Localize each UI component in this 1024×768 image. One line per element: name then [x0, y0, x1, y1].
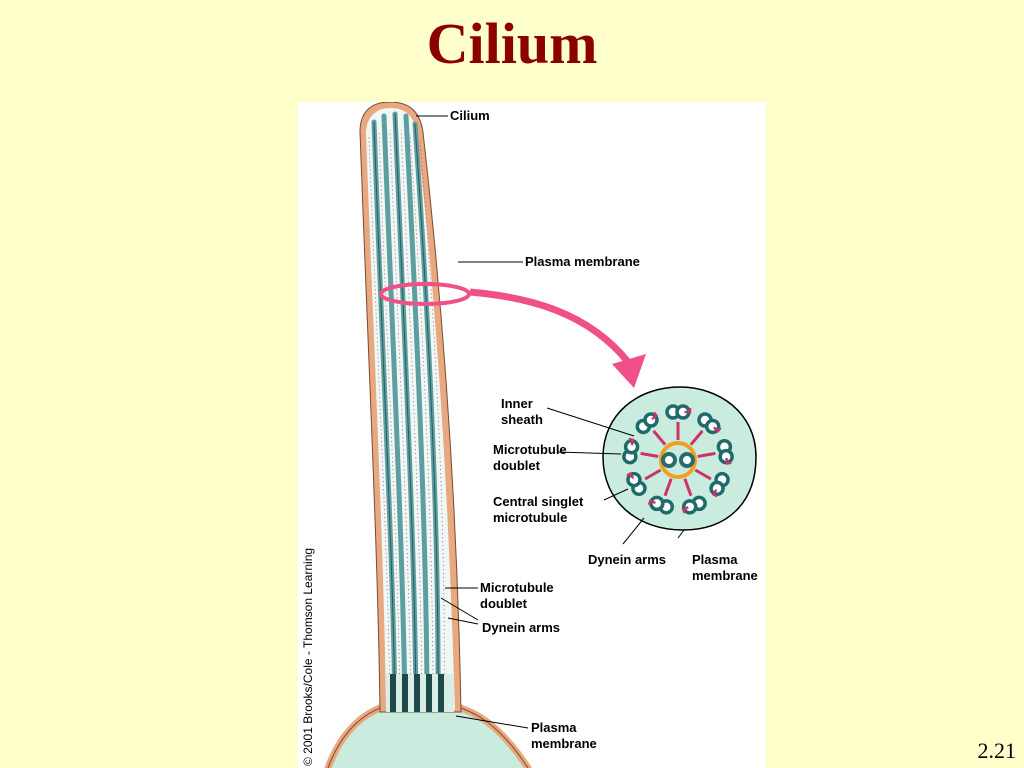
shaft-dynein-ticks: [368, 129, 445, 703]
section-arrow-head: [612, 354, 646, 388]
xs-microtubule-doublets: [622, 404, 734, 515]
xs-radial-spoke: [652, 429, 667, 446]
leader-lines: [416, 115, 685, 729]
xs-doublet-tubule: [649, 495, 665, 512]
xs-radial-spoke: [683, 478, 693, 497]
xs-radial-spoke: [663, 478, 673, 497]
xs-radial-spoke: [640, 451, 659, 459]
section-arrow: [469, 288, 631, 365]
label-microtubule-doublet-long: Microtubule doublet: [480, 580, 557, 611]
label-plasma-membrane-upper: Plasma membrane: [525, 254, 640, 269]
xs-dynein-arm: [711, 489, 718, 498]
xs-doublet-tubule: [681, 499, 698, 515]
section-ring: [379, 282, 471, 306]
xs-central-singlet-right: [679, 452, 695, 468]
label-inner-sheath: Inner sheath: [501, 396, 543, 427]
label-plasma-membrane-base: Plasma membrane: [531, 720, 597, 751]
xs-dynein-arm: [651, 411, 659, 421]
cilium-diagram: © 2001 Brooks/Cole - Thomson Learning Ci…: [301, 102, 758, 768]
shaft-microtubules: [371, 111, 441, 713]
label-microtubule-doublet-xs: Microtubule doublet: [493, 442, 570, 473]
xs-dynein-arm: [684, 408, 692, 414]
cell-body: [328, 707, 528, 768]
label-cilium: Cilium: [450, 108, 490, 123]
label-central-singlet: Central singlet microtubule: [493, 494, 587, 525]
xs-dynein-arm: [725, 457, 732, 465]
basal-body: [386, 674, 454, 712]
xs-radial-spoke: [644, 468, 662, 481]
cilium-figure: © 2001 Brooks/Cole - Thomson Learning Ci…: [298, 102, 766, 768]
xs-dynein-arm: [626, 471, 635, 479]
xs-radial-spoke: [694, 468, 712, 481]
slide-number: 2.21: [977, 738, 1017, 763]
xs-doublet-tubule: [626, 471, 642, 488]
xs-doublet-tubule: [709, 480, 725, 497]
xs-dynein-arm: [713, 426, 722, 433]
xs-radial-spoke: [697, 451, 716, 459]
label-dynein-arms-xs: Dynein arms: [588, 552, 666, 567]
label-plasma-membrane-xs: Plasma membrane: [692, 552, 758, 583]
label-dynein-arms-long: Dynein arms: [482, 620, 560, 635]
cross-section: [602, 386, 757, 531]
xs-dynein-arm: [628, 437, 635, 446]
xs-radial-spoke: [689, 429, 704, 446]
xs-dynein-arm: [681, 506, 689, 514]
copyright-text: © 2001 Brooks/Cole - Thomson Learning: [301, 548, 315, 766]
slide-title: Cilium: [426, 11, 598, 76]
xs-dynein-arm: [647, 499, 656, 506]
xs-central-singlet-left: [661, 452, 677, 468]
